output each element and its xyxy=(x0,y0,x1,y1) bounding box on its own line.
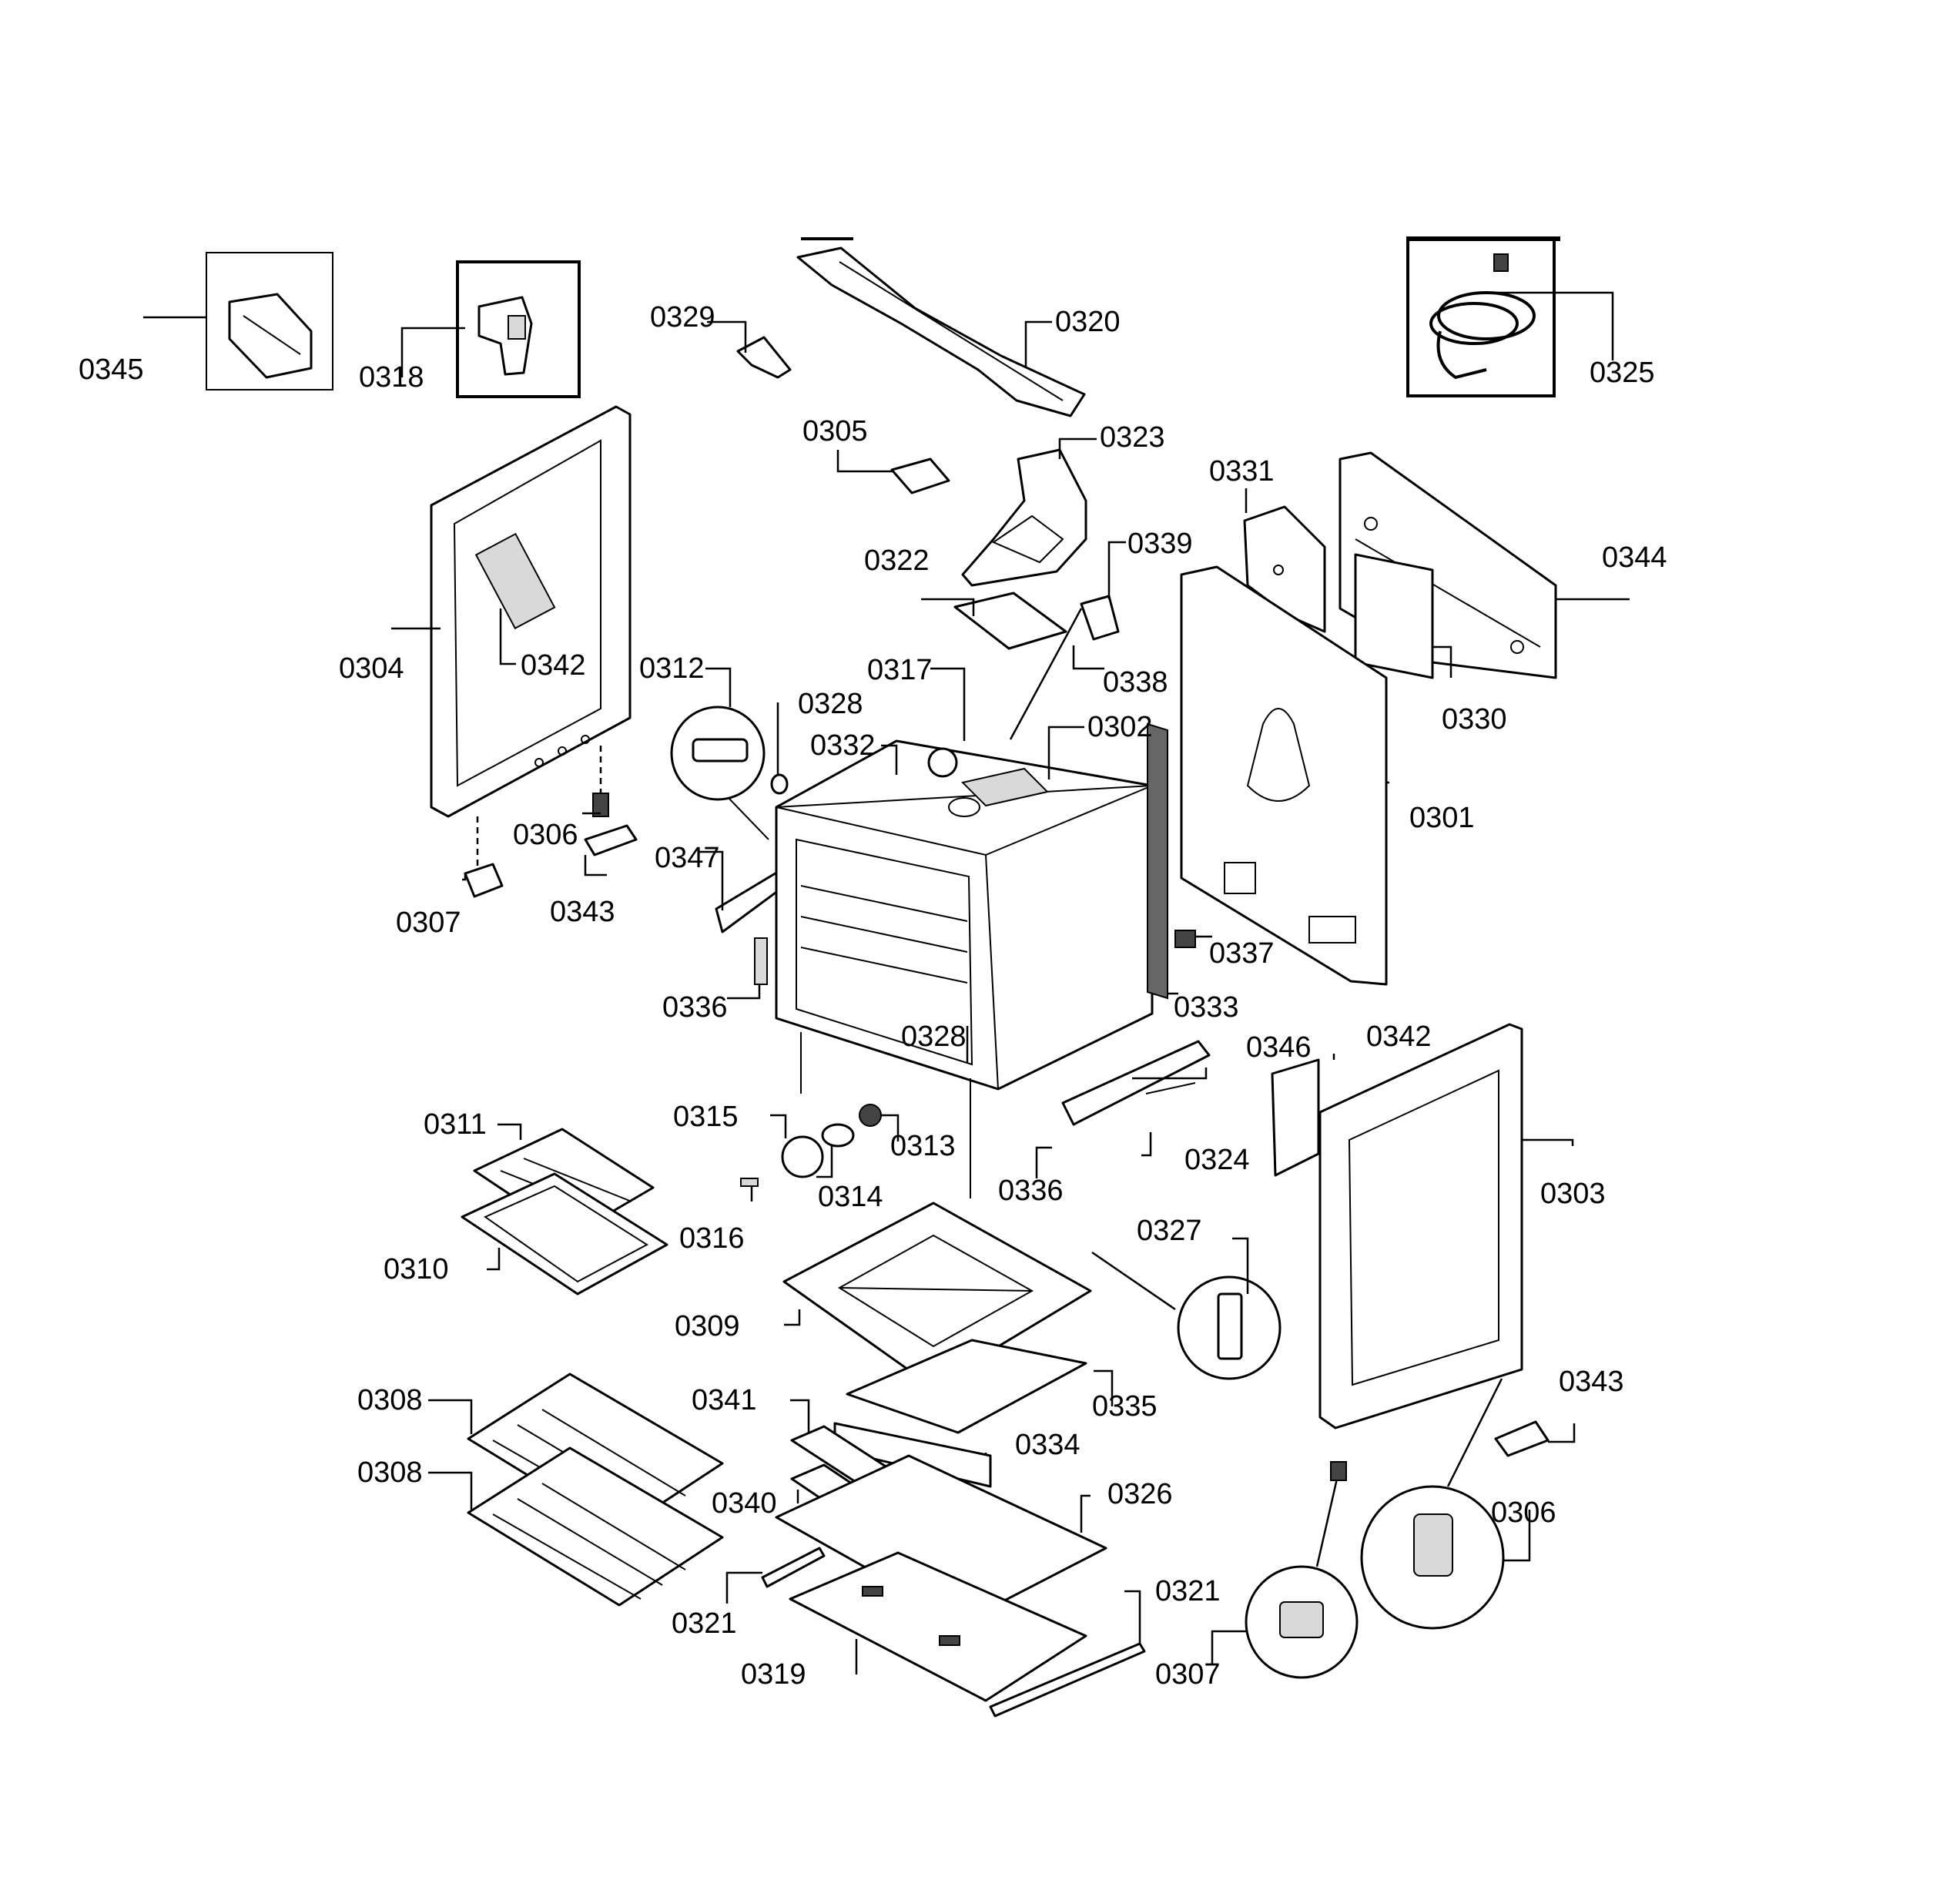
label-0311: 0311 xyxy=(424,1108,487,1141)
part-0343-roller-right xyxy=(1494,1420,1550,1457)
label-0344: 0344 xyxy=(1602,541,1667,574)
label-0305: 0305 xyxy=(802,415,868,447)
label-0336-lower: 0336 xyxy=(998,1175,1064,1207)
label-0329: 0329 xyxy=(650,301,715,334)
part-0331-cover xyxy=(1243,505,1326,633)
part-0315-lens xyxy=(781,1135,824,1178)
label-0309: 0309 xyxy=(675,1310,740,1342)
label-0326: 0326 xyxy=(1107,1478,1173,1510)
part-0307-glide-left xyxy=(464,816,504,898)
label-0339: 0339 xyxy=(1127,528,1193,560)
part-0312-thermostat xyxy=(670,706,769,840)
label-0320: 0320 xyxy=(1055,306,1121,338)
part-0303-door xyxy=(1318,1023,1523,1430)
part-0318-switch xyxy=(456,260,581,398)
label-0336: 0336 xyxy=(662,991,728,1024)
part-0304-door xyxy=(430,405,632,818)
part-0306-hinge-left xyxy=(592,746,609,817)
label-0340: 0340 xyxy=(712,1487,777,1520)
label-0307-right: 0307 xyxy=(1155,1658,1221,1691)
part-0316-screw xyxy=(740,1178,759,1187)
part-0336-lens xyxy=(754,937,768,985)
label-0306-right: 0306 xyxy=(1491,1497,1556,1529)
part-0328-plug xyxy=(770,773,789,795)
part-0322-plate xyxy=(953,592,1067,650)
part-0323-duct xyxy=(961,448,1087,587)
label-0316: 0316 xyxy=(679,1222,745,1255)
part-0329-clip xyxy=(736,336,792,379)
label-0328-lower: 0328 xyxy=(901,1021,967,1053)
part-0343-roller-left xyxy=(584,824,638,856)
part-0330-shield xyxy=(1354,553,1434,679)
label-0345: 0345 xyxy=(79,354,144,386)
part-0327-screw xyxy=(1091,1251,1282,1380)
part-0307-glide-right xyxy=(1245,1461,1359,1679)
label-0332: 0332 xyxy=(810,729,876,762)
leader-lines xyxy=(143,291,1630,1674)
part-0321-rail-right xyxy=(989,1642,1146,1718)
label-0302: 0302 xyxy=(1087,711,1153,743)
part-0335-shield xyxy=(846,1339,1087,1434)
label-0314: 0314 xyxy=(818,1181,883,1213)
label-0347: 0347 xyxy=(655,842,720,874)
label-0323: 0323 xyxy=(1100,421,1165,454)
label-0308-lower: 0308 xyxy=(357,1456,423,1489)
label-0343-right: 0343 xyxy=(1559,1366,1624,1398)
label-0325: 0325 xyxy=(1590,357,1655,389)
label-0304: 0304 xyxy=(339,652,404,685)
part-0301-rear-wall xyxy=(1180,565,1388,986)
label-0319: 0319 xyxy=(741,1658,806,1691)
part-0339-sensor xyxy=(1009,595,1120,740)
label-0342-right: 0342 xyxy=(1366,1021,1432,1053)
label-0338: 0338 xyxy=(1103,666,1168,699)
part-0314-bulb xyxy=(821,1123,855,1148)
label-0307: 0307 xyxy=(396,907,461,939)
label-0341: 0341 xyxy=(692,1384,757,1416)
label-0306: 0306 xyxy=(513,819,578,851)
label-0310: 0310 xyxy=(384,1253,449,1285)
part-0313-socket xyxy=(859,1104,882,1127)
part-0346-rail xyxy=(1061,1040,1211,1126)
part-0325-cord xyxy=(1406,236,1560,397)
label-0308: 0308 xyxy=(357,1384,423,1416)
label-0335: 0335 xyxy=(1092,1390,1158,1423)
label-0330: 0330 xyxy=(1442,703,1507,736)
part-0309-bottom xyxy=(782,1202,1092,1388)
label-0328: 0328 xyxy=(798,688,863,720)
label-0346: 0346 xyxy=(1246,1031,1312,1064)
label-0318: 0318 xyxy=(359,361,424,394)
part-oven-cavity xyxy=(775,739,1154,1198)
label-0303: 0303 xyxy=(1540,1178,1606,1210)
part-0308-rack-lower xyxy=(467,1446,724,1607)
part-0302-gasket xyxy=(1147,722,1168,1000)
label-0317: 0317 xyxy=(867,654,933,686)
part-0305-clip xyxy=(890,458,950,494)
part-0337-cap xyxy=(1174,930,1196,948)
label-0301: 0301 xyxy=(1409,802,1475,834)
label-0342: 0342 xyxy=(521,649,586,682)
part-0320-bracket xyxy=(796,237,1086,417)
label-0334: 0334 xyxy=(1015,1429,1081,1461)
part-labels: 0345 0318 0329 0320 0325 0305 0323 0331 … xyxy=(79,301,1667,1691)
part-0321-rail-left xyxy=(761,1547,826,1588)
label-0327: 0327 xyxy=(1137,1215,1202,1247)
part-0345-bracket xyxy=(206,252,333,390)
label-0313: 0313 xyxy=(890,1130,956,1162)
part-0310-broil-pan xyxy=(461,1172,668,1295)
label-0315: 0315 xyxy=(673,1101,739,1133)
label-0343: 0343 xyxy=(550,896,615,928)
part-0306-hinge-right xyxy=(1360,1378,1505,1630)
label-0333: 0333 xyxy=(1174,991,1239,1024)
label-0337: 0337 xyxy=(1209,937,1275,970)
part-0342-bracket xyxy=(1271,1058,1320,1177)
label-0324: 0324 xyxy=(1184,1144,1250,1176)
part-0319-panel xyxy=(789,1551,1087,1702)
label-0312: 0312 xyxy=(639,652,705,685)
label-0331: 0331 xyxy=(1209,455,1275,488)
label-0321-left: 0321 xyxy=(672,1607,737,1640)
label-0321-right: 0321 xyxy=(1155,1575,1221,1607)
label-0322: 0322 xyxy=(864,545,930,577)
